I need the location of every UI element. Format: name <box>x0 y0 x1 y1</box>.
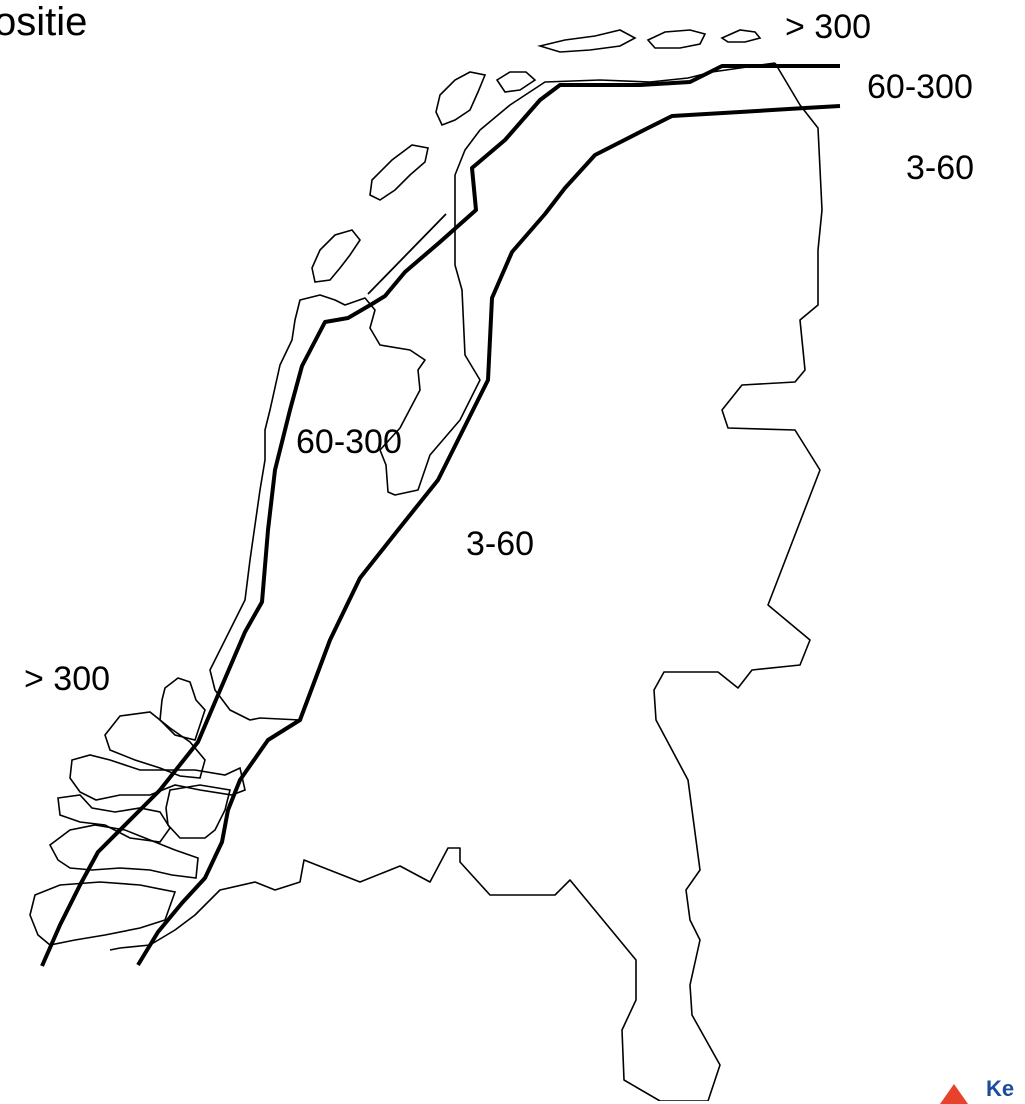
island-zeeland-3 <box>69 754 246 801</box>
island-rottumeroog <box>720 29 762 43</box>
island-texel <box>311 229 361 283</box>
island-schiermonnikoog <box>646 29 707 49</box>
coastline-north <box>209 62 776 721</box>
island-noord-holland-tip <box>495 71 537 93</box>
logo-mark-icon <box>940 1084 968 1104</box>
island-zeeland-6 <box>48 824 199 879</box>
island-zeeland-1 <box>159 677 206 741</box>
island-zeeland-7 <box>29 881 177 946</box>
island-zeeland-2 <box>104 711 206 779</box>
netherlands-outline <box>109 62 823 1101</box>
legend-label-60-300: 60-300 <box>867 68 973 106</box>
afsluitdijk-line <box>367 213 447 295</box>
page-title: ositie <box>0 0 88 44</box>
zone-label-over-300: > 300 <box>24 660 111 698</box>
logo-text: Ke <box>986 1078 1015 1101</box>
island-zeeland-5 <box>57 794 171 843</box>
zone-boundary-300 <box>40 64 840 967</box>
island-vlieland <box>369 144 429 201</box>
zone-label-3-60: 3-60 <box>466 525 535 563</box>
island-zeeland-4 <box>165 784 231 839</box>
zone-boundary-60 <box>136 104 841 967</box>
island-ameland <box>536 29 637 53</box>
legend-label-3-60: 3-60 <box>906 149 975 187</box>
brand-logo: Ke <box>940 1078 1025 1104</box>
island-terschelling <box>435 71 487 127</box>
legend-label-over-300: > 300 <box>785 8 872 46</box>
zone-label-60-300: 60-300 <box>296 423 402 461</box>
